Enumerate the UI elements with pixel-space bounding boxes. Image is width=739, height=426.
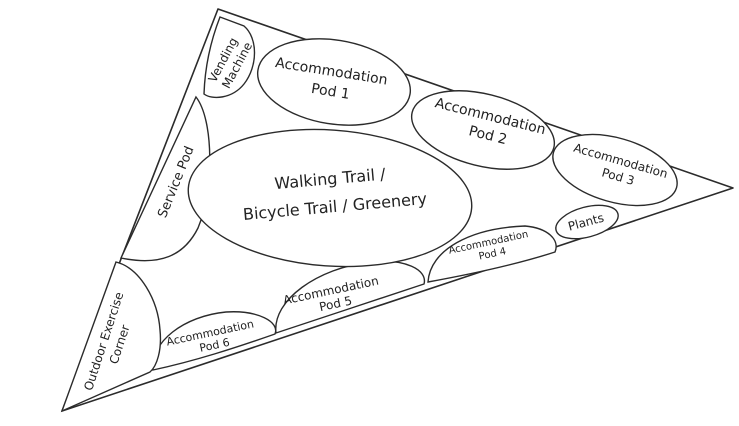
zone-outdoor-exercise-corner: Outdoor Exercise Corner <box>60 261 162 413</box>
pod-1-shape <box>256 38 412 126</box>
pod-6-label-2: Pod 6 <box>198 336 230 355</box>
outdoor-exercise-shape <box>60 261 162 413</box>
zone-vending-machine: Vending Machine <box>203 16 256 99</box>
zone-plants: Plants <box>555 204 619 240</box>
zone-accommodation-pod-2: Accommodation Pod 2 <box>410 90 556 170</box>
zone-accommodation-pod-6: Accommodation Pod 6 <box>152 311 277 371</box>
zone-accommodation-pod-1: Accommodation Pod 1 <box>256 38 412 126</box>
plants-shape <box>555 204 619 240</box>
pod-4-shape <box>427 225 557 283</box>
vending-machine-shape <box>203 16 256 99</box>
walking-trail-shape <box>187 128 473 268</box>
service-pod-shape <box>119 95 211 262</box>
pod-2-shape <box>410 90 556 170</box>
pod-1-label-2: Pod 1 <box>310 81 351 103</box>
zone-accommodation-pod-3: Accommodation Pod 3 <box>552 133 678 207</box>
pod-5-shape <box>275 260 426 334</box>
pod-5-label-2: Pod 5 <box>318 294 353 315</box>
pod-6-shape <box>152 311 277 371</box>
zone-accommodation-pod-5: Accommodation Pod 5 <box>275 260 426 334</box>
pod-3-shape <box>552 133 678 207</box>
zone-walking-trail: Walking Trail / Bicycle Trail / Greenery <box>187 128 473 268</box>
